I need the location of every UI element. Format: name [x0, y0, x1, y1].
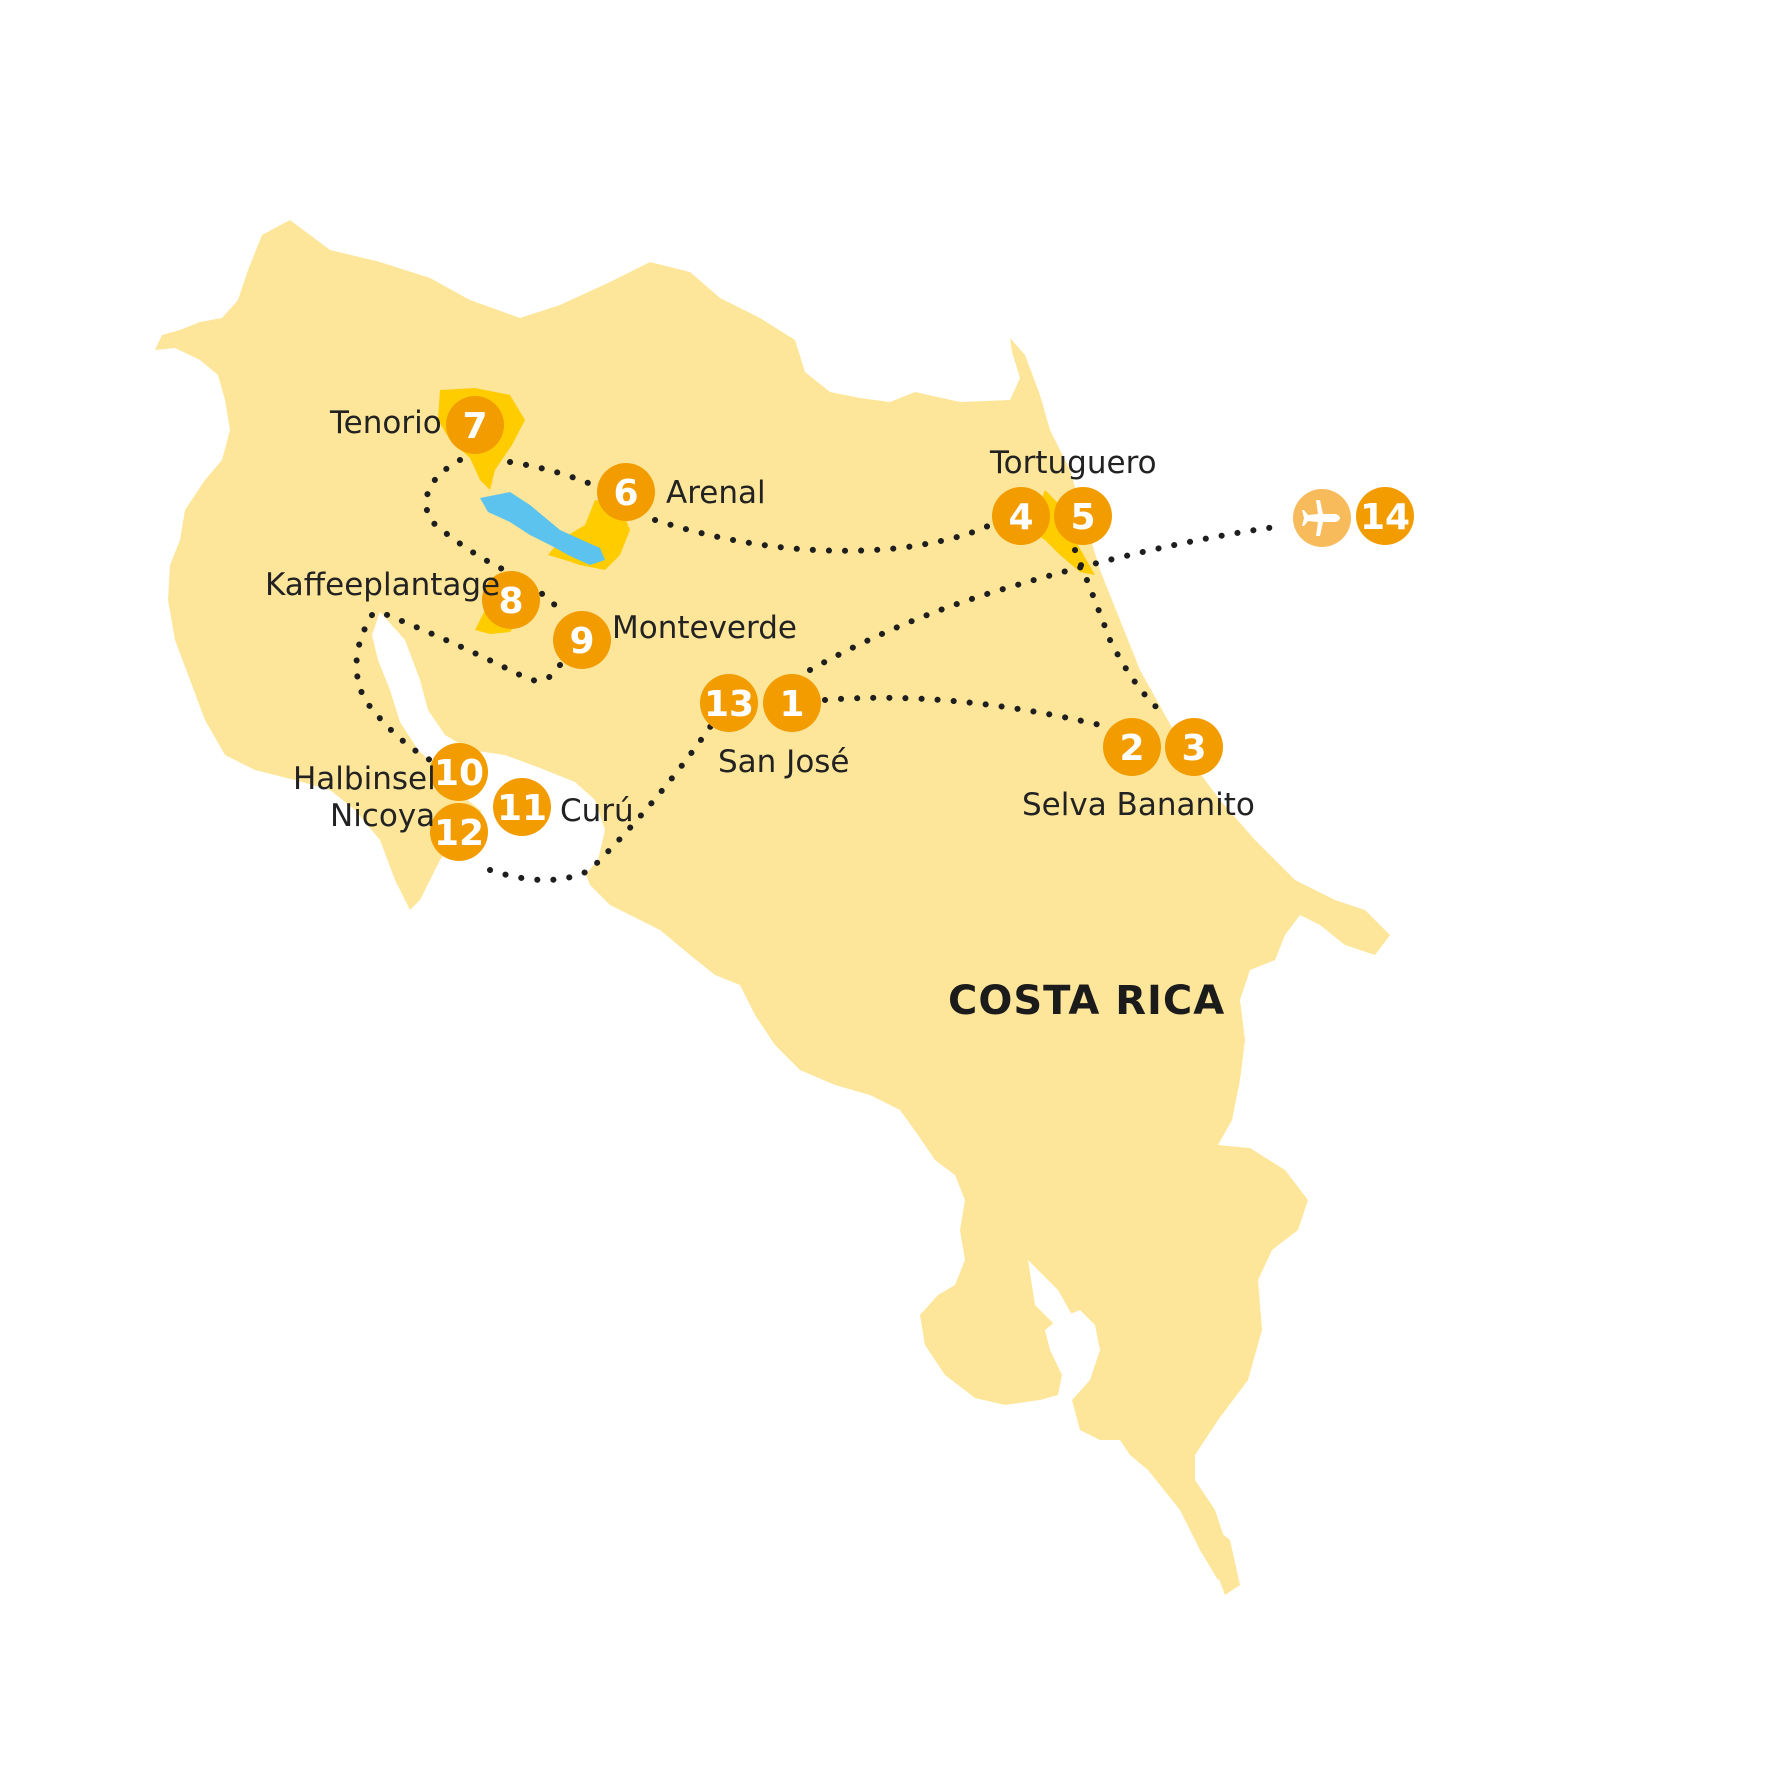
label-monteverde: Monteverde [612, 610, 797, 646]
stop-7-number: 7 [462, 406, 487, 447]
stop-8-number: 8 [498, 581, 523, 622]
stop-13-number: 13 [704, 684, 754, 725]
label-nicoya: Nicoya [330, 798, 435, 834]
label-arenal: Arenal [666, 475, 766, 511]
stop-4-number: 4 [1008, 497, 1033, 538]
stop-14-number: 14 [1360, 497, 1410, 538]
label-tortuguero: Tortuguero [989, 445, 1157, 481]
stop-1-marker[interactable]: 1 [763, 674, 821, 732]
stop-12-marker[interactable]: 12 [430, 803, 488, 861]
stop-12-number: 12 [434, 813, 484, 854]
route-sanjose-airport [807, 524, 1278, 673]
stop-6-number: 6 [613, 473, 638, 514]
route-sanjose-bananito [822, 694, 1103, 728]
label-san-jose: San José [718, 744, 850, 780]
label-halbinsel: Halbinsel [293, 761, 436, 797]
route-arenal-tortuguero [652, 517, 993, 554]
stop-11-number: 11 [497, 788, 547, 829]
stop-9-number: 9 [569, 621, 594, 662]
country-label: COSTA RICA [948, 978, 1225, 1024]
stop-3-number: 3 [1181, 728, 1206, 769]
stop-4-marker[interactable]: 4 [992, 487, 1050, 545]
label-selva-bananito: Selva Bananito [1022, 787, 1255, 823]
label-tenorio: Tenorio [329, 405, 442, 441]
osa-inner-gulf [1028, 1260, 1075, 1330]
airplane-icon [1302, 500, 1340, 536]
stop-13-marker[interactable]: 13 [700, 674, 758, 732]
burica-tip [1205, 1520, 1240, 1595]
label-curu: Curú [560, 793, 634, 829]
stop-7-marker[interactable]: 7 [446, 396, 504, 454]
stop-11-marker[interactable]: 11 [493, 778, 551, 836]
route-tortuguero-bananito [1072, 547, 1168, 718]
route-monteverde-kaffee [372, 607, 563, 684]
route-nicoya-sanjose [487, 717, 718, 883]
stop-9-marker[interactable]: 9 [553, 611, 611, 669]
stop-5-number: 5 [1070, 497, 1095, 538]
stop-3-marker[interactable]: 3 [1165, 718, 1223, 776]
stop-2-marker[interactable]: 2 [1103, 718, 1161, 776]
stop-14-marker[interactable]: 14 [1356, 487, 1414, 545]
stop-1-number: 1 [779, 684, 804, 725]
stop-2-number: 2 [1119, 728, 1144, 769]
stop-10-marker[interactable]: 10 [430, 743, 488, 801]
airport-marker[interactable] [1293, 489, 1351, 547]
stop-8-marker[interactable]: 8 [482, 571, 540, 629]
stop-5-marker[interactable]: 5 [1054, 487, 1112, 545]
route-tenorio-arenal [507, 459, 603, 491]
label-kaffeeplantage: Kaffeeplantage [265, 567, 500, 603]
lake-arenal [480, 492, 605, 565]
stop-10-number: 10 [434, 753, 484, 794]
stop-6-marker[interactable]: 6 [597, 463, 655, 521]
